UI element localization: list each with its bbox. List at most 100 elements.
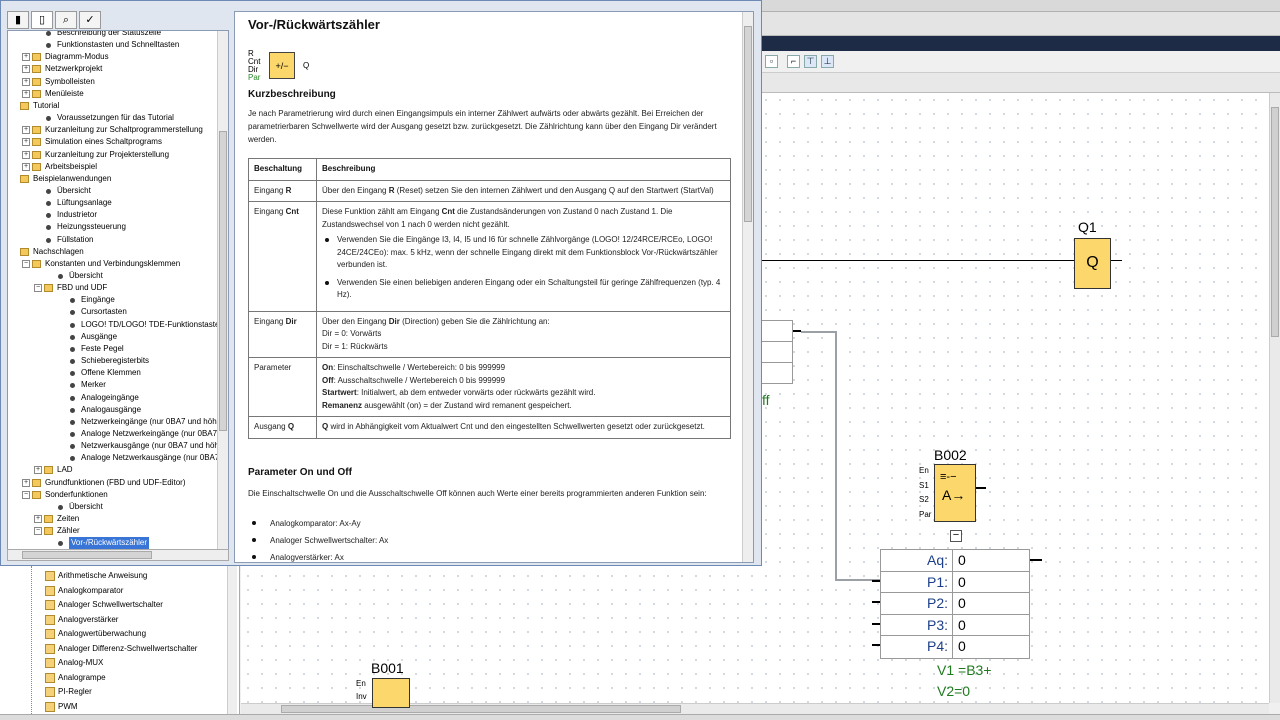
toolbar-icon-a[interactable]: ▫ [765, 55, 778, 68]
search-icon[interactable]: ⌕ [55, 11, 77, 29]
expand-icon[interactable]: + [22, 162, 30, 171]
tree-item[interactable]: +Symbolleisten [8, 76, 218, 88]
tree-item[interactable]: Analoge Netzwerkeingänge (nur 0BA7 und h… [8, 428, 228, 440]
function-icon [45, 571, 55, 581]
tree-item[interactable]: +LAD [8, 464, 218, 476]
tree-item[interactable]: +Diagramm-Modus [8, 51, 218, 63]
tree-item[interactable]: Beispielanwendungen [8, 173, 218, 185]
library-item[interactable]: PWM [0, 700, 228, 715]
tree-item[interactable]: Analogausgänge [8, 404, 218, 416]
tree-item[interactable]: +Kurzanleitung zur Schaltprogrammerstell… [8, 124, 218, 136]
align-left-icon[interactable]: ⌐ [787, 55, 800, 68]
library-vscroll[interactable] [227, 566, 237, 714]
library-item[interactable]: Analoger Schwellwertschalter [0, 598, 228, 613]
tree-item[interactable]: Netzwerkeingänge (nur 0BA7 und höher) [8, 416, 226, 428]
expand-icon[interactable]: + [34, 515, 42, 523]
tree-item[interactable]: + Menüleiste [8, 88, 218, 100]
tree-item[interactable]: Ausgänge [8, 331, 218, 343]
tree-item[interactable]: −Sonderfunktionen [8, 489, 218, 501]
tree-item[interactable]: +Arbeitsbeispiel [8, 161, 218, 173]
tree-item[interactable]: Merker [8, 379, 218, 391]
q1-block[interactable]: Q [1074, 238, 1111, 289]
tree-hscroll[interactable] [7, 549, 229, 561]
tree-item[interactable]: +Simulation eines Schaltprograms [8, 136, 218, 148]
library-item[interactable]: Analogrampe [0, 671, 228, 686]
contents-tab-icon[interactable]: ▮ [7, 11, 29, 29]
index-tab-icon[interactable]: ▯ [31, 11, 53, 29]
canvas-hscroll[interactable] [241, 703, 1269, 714]
library-item[interactable]: Analogkomparator [0, 584, 228, 599]
tree-item[interactable]: Heizungssteuerung [8, 221, 218, 233]
collapse-icon[interactable]: − [34, 527, 42, 536]
tree-item-label: Industrietor [57, 210, 98, 220]
tree-item[interactable]: Netzwerkausgänge (nur 0BA7 und höher) [8, 440, 228, 452]
align-bottom-icon[interactable]: ⊥ [821, 55, 834, 68]
tree-item[interactable]: Cursortasten [8, 306, 218, 318]
tree-item[interactable]: +Kurzanleitung zur Projekterstellung [8, 149, 218, 161]
tree-item[interactable]: Funktionstasten und Schnelltasten [8, 39, 218, 51]
collapse-icon[interactable]: − [22, 490, 30, 499]
expand-icon[interactable]: + [22, 65, 30, 74]
tree-item[interactable]: Lüftungsanlage [8, 197, 218, 209]
tree-item[interactable]: Industrietor [8, 209, 218, 221]
tree-item[interactable]: LOGO! TD/LOGO! TDE-Funktionstasten [8, 319, 224, 331]
tree-item[interactable]: Analogeingänge [8, 392, 218, 404]
expand-icon[interactable]: + [34, 466, 42, 475]
tree-item[interactable]: −FBD und UDF [8, 282, 218, 294]
tree-item[interactable]: −Konstanten und Verbindungsklemmen [8, 258, 218, 270]
library-item[interactable]: Analogwertüberwachung [0, 627, 228, 642]
tree-item[interactable]: +Netzwerkprojekt [8, 63, 218, 75]
tree-item[interactable]: Vor-/Rückwärtszähler [8, 537, 218, 550]
library-item[interactable]: Arithmetische Anweisung [0, 569, 228, 584]
tree-item[interactable]: Beschreibung der Statuszeile [8, 31, 218, 39]
tree-item[interactable]: Voraussetzungen für das Tutorial [8, 112, 218, 124]
status-bar [0, 714, 1280, 720]
align-top-icon[interactable]: ⊤ [804, 55, 817, 68]
b002-label: B002 [934, 447, 967, 463]
tree-item[interactable]: +Zeiten [8, 513, 218, 525]
collapse-button[interactable]: − [950, 530, 962, 542]
page-icon [70, 371, 75, 377]
tree-item[interactable]: Nachschlagen [8, 246, 218, 258]
library-item[interactable]: Analog-MUX [0, 656, 228, 671]
tree-item[interactable]: Schieberegisterbits [8, 355, 218, 367]
library-item[interactable]: Analogverstärker [0, 613, 228, 628]
tree-vscroll[interactable] [217, 31, 228, 550]
tree-item[interactable]: Übersicht [8, 185, 218, 197]
tree-item-label: Funktionstasten und Schnelltasten [57, 40, 180, 50]
page-icon [70, 407, 75, 413]
expand-icon[interactable]: + [22, 89, 30, 98]
expand-icon[interactable]: + [22, 150, 30, 159]
b002-param-table[interactable]: Aq:0 P1:0 P2:0 P3:0 P4:0 [880, 549, 1030, 659]
folder-icon [32, 162, 41, 171]
content-vscroll[interactable] [742, 12, 753, 562]
tree-item[interactable]: Eingänge [8, 294, 218, 306]
b002-block[interactable]: ≡-− A→ [934, 464, 976, 522]
expand-icon[interactable]: + [22, 138, 30, 147]
library-item[interactable]: Analoger Differenz-Schwellwertschalter [0, 642, 228, 657]
tree-item[interactable]: Füllstation [8, 234, 218, 246]
tree-item[interactable]: Offene Klemmen [8, 367, 218, 379]
wire-q1[interactable] [762, 260, 1074, 261]
collapse-icon[interactable]: − [22, 259, 30, 268]
canvas-vscroll[interactable] [1269, 93, 1280, 703]
library-item[interactable]: PI-Regler [0, 685, 228, 700]
expand-icon[interactable]: + [22, 77, 30, 86]
tree-item[interactable]: +Grundfunktionen (FBD und UDF-Editor) [8, 477, 218, 489]
folder-icon [32, 138, 41, 147]
tree-item[interactable]: Analoge Netzwerkausgänge (nur 0BA7 und h… [8, 452, 228, 464]
expand-icon[interactable]: + [22, 478, 30, 487]
collapse-icon[interactable]: − [34, 284, 42, 293]
library-item-label: Analogverstärker [58, 614, 119, 624]
p2-pin [872, 601, 880, 603]
tree-item[interactable]: Feste Pegel [8, 343, 218, 355]
expand-icon[interactable]: + [22, 53, 30, 62]
tree-item[interactable]: −Zähler [8, 525, 218, 537]
tree-item-label: Menüleiste [45, 88, 84, 98]
expand-icon[interactable]: + [22, 126, 30, 135]
favorites-icon[interactable]: ✓ [79, 11, 101, 29]
tree-item[interactable]: Übersicht [8, 501, 218, 513]
tree-item[interactable]: Übersicht [8, 270, 218, 282]
tree-item[interactable]: Tutorial [8, 100, 218, 112]
b001-block[interactable] [372, 678, 410, 708]
